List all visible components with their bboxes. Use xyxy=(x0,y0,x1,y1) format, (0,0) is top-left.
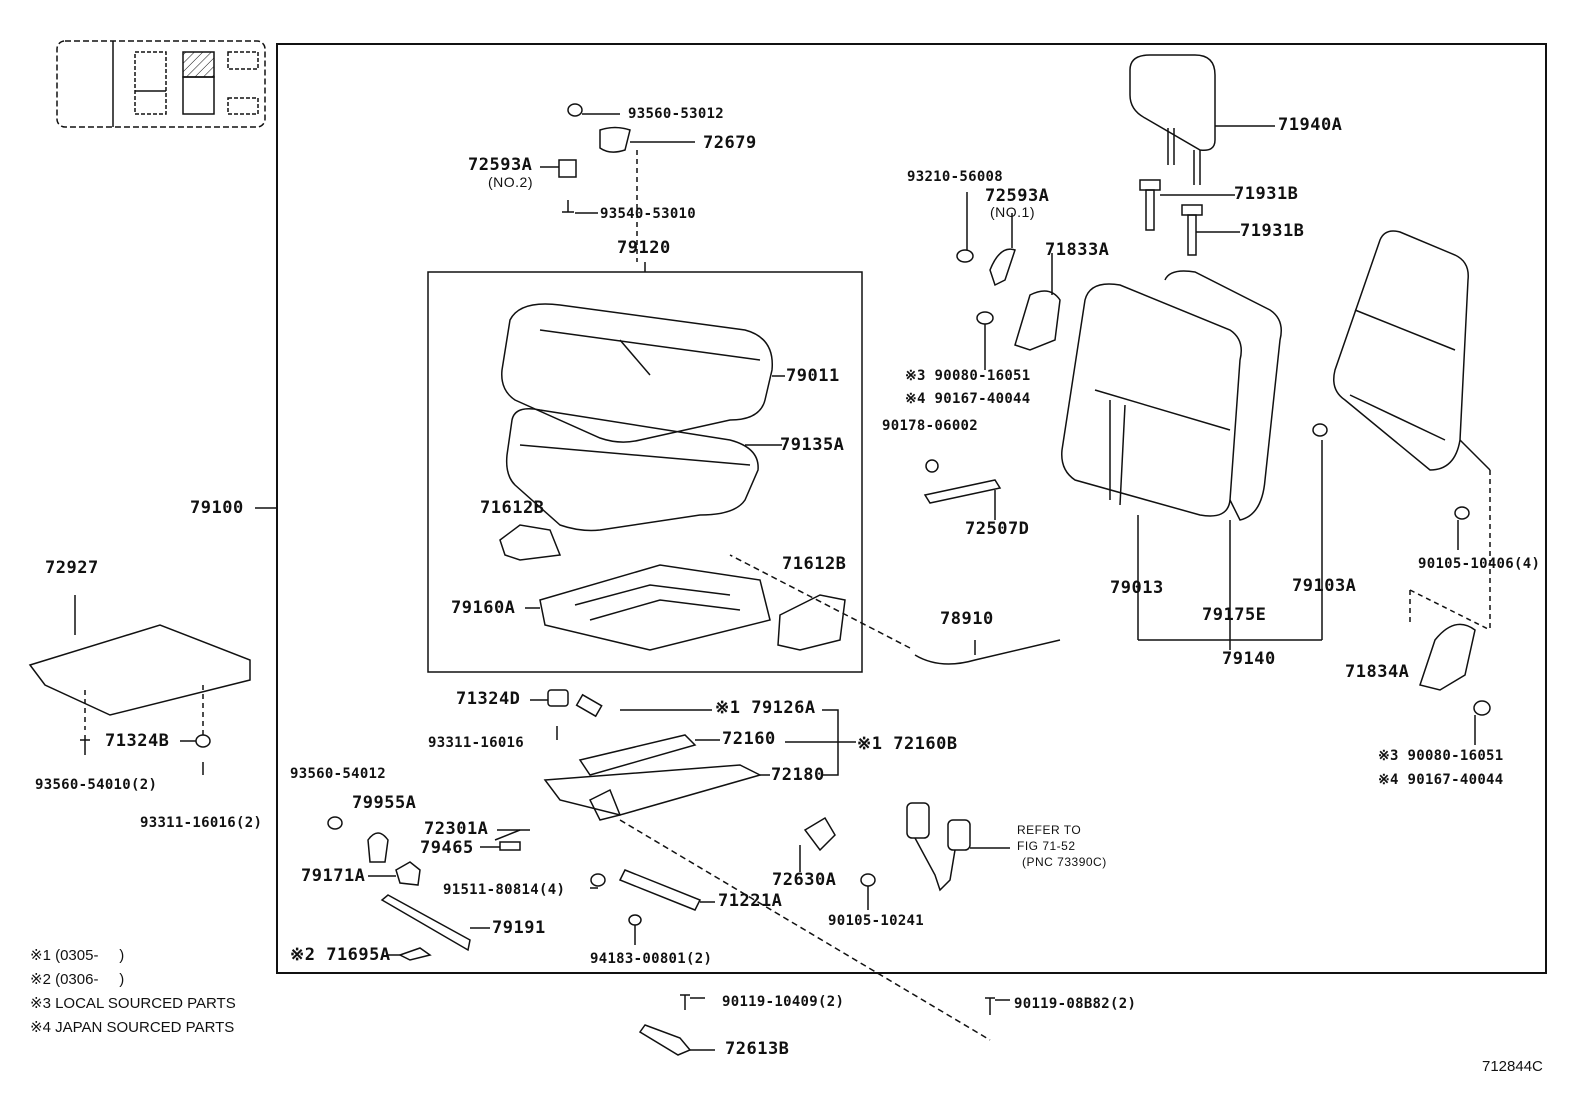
release-cable-drawing xyxy=(729,554,1061,665)
part-79100[interactable]: 79100 xyxy=(190,498,244,518)
recliner-cover-drawing xyxy=(956,192,1061,370)
seat-belt-buckle-drawing xyxy=(906,802,1010,892)
refer-note-line2[interactable]: FIG 71-52 xyxy=(1017,839,1076,853)
seat-cushion-drawing xyxy=(501,303,785,443)
part-90167-40044-right[interactable]: ※4 90167-40044 xyxy=(1378,772,1504,788)
part-72180[interactable]: 72180 xyxy=(771,765,825,785)
legend-item: ※4 JAPAN SOURCED PARTS xyxy=(30,1019,235,1036)
fasteners-drawing xyxy=(327,103,876,961)
part-71833A[interactable]: 71833A xyxy=(1045,240,1110,260)
part-78910[interactable]: 78910 xyxy=(940,609,994,629)
part-79013[interactable]: 79013 xyxy=(1110,578,1164,598)
cable-bracket-drawing xyxy=(923,459,1002,520)
seatback-drawing xyxy=(1061,270,1323,650)
headrest-guide-drawing xyxy=(1139,179,1240,256)
part-90119-08B82[interactable]: 90119-08B82(2) xyxy=(1014,996,1137,1012)
part-71931B-upper[interactable]: 71931B xyxy=(1234,184,1299,204)
part-72593A-no1-sub: (NO.1) xyxy=(990,204,1035,220)
recliner-cover-right-drawing xyxy=(1312,423,1491,745)
part-90080-16051-left[interactable]: ※3 90080-16051 xyxy=(905,368,1031,384)
part-93560-54012[interactable]: 93560-54012 xyxy=(290,766,387,782)
cushion-frame-drawing xyxy=(525,564,771,651)
part-71940A[interactable]: 71940A xyxy=(1278,115,1343,135)
part-71931B-lower[interactable]: 71931B xyxy=(1240,221,1305,241)
part-93560-54010[interactable]: 93560-54010(2) xyxy=(35,777,158,793)
figure-number: 712844C xyxy=(1482,1058,1543,1075)
part-72160B[interactable]: ※1 72160B xyxy=(857,734,958,754)
part-79175E[interactable]: 79175E xyxy=(1202,605,1267,625)
part-72507D[interactable]: 72507D xyxy=(965,519,1030,539)
part-71612B-left[interactable]: 71612B xyxy=(480,498,545,518)
legend-item: ※3 LOCAL SOURCED PARTS xyxy=(30,995,236,1012)
part-79135A[interactable]: 79135A xyxy=(780,435,845,455)
refer-note-line1: REFER TO xyxy=(1017,823,1082,837)
part-72593A-no2-sub: (NO.2) xyxy=(488,174,533,190)
part-79160A[interactable]: 79160A xyxy=(451,598,516,618)
part-72613B[interactable]: 72613B xyxy=(725,1039,790,1059)
legend-item: ※1 (0305- ) xyxy=(30,947,125,964)
seatback-frame-drawing xyxy=(1333,230,1491,631)
part-71612B-right[interactable]: 71612B xyxy=(782,554,847,574)
part-90178-06002[interactable]: 90178-06002 xyxy=(882,418,979,434)
part-72679[interactable]: 72679 xyxy=(703,133,757,153)
headrest-drawing xyxy=(1129,54,1275,185)
part-90119-10409[interactable]: 90119-10409(2) xyxy=(722,994,845,1010)
part-90080-16051-right[interactable]: ※3 90080-16051 xyxy=(1378,748,1504,764)
part-72593A-no1[interactable]: 72593A xyxy=(985,186,1050,206)
part-90105-10241[interactable]: 90105-10241 xyxy=(828,913,925,929)
part-79955A[interactable]: 79955A xyxy=(352,793,417,813)
part-79120[interactable]: 79120 xyxy=(617,238,671,258)
part-72593A-no2[interactable]: 72593A xyxy=(468,155,533,175)
seat-locator-icon xyxy=(56,40,266,128)
part-93540-53010[interactable]: 93540-53010 xyxy=(600,206,697,222)
bottom-bracket-drawing xyxy=(619,819,1010,1056)
part-72630A[interactable]: 72630A xyxy=(772,870,837,890)
part-93311-16016-2[interactable]: 93311-16016(2) xyxy=(140,815,263,831)
part-93311-16016[interactable]: 93311-16016 xyxy=(428,735,525,751)
part-71834A[interactable]: 71834A xyxy=(1345,662,1410,682)
part-79011[interactable]: 79011 xyxy=(786,366,840,386)
part-94183-00801[interactable]: 94183-00801(2) xyxy=(590,951,713,967)
refer-note-line3: (PNC 73390C) xyxy=(1022,855,1107,869)
part-79103A[interactable]: 79103A xyxy=(1292,576,1357,596)
part-79171A[interactable]: 79171A xyxy=(301,866,366,886)
part-93210-56008[interactable]: 93210-56008 xyxy=(907,169,1004,185)
legend-item: ※2 (0306- ) xyxy=(30,971,125,988)
part-72927[interactable]: 72927 xyxy=(45,558,99,578)
part-79191[interactable]: 79191 xyxy=(492,918,546,938)
part-71324B[interactable]: 71324B xyxy=(105,731,170,751)
under-tray-drawing xyxy=(28,595,251,775)
part-71695A[interactable]: ※2 71695A xyxy=(290,945,391,965)
part-72160[interactable]: 72160 xyxy=(722,729,776,749)
part-71221A[interactable]: 71221A xyxy=(718,891,783,911)
part-90167-40044-left[interactable]: ※4 90167-40044 xyxy=(905,391,1031,407)
part-71324D[interactable]: 71324D xyxy=(456,689,521,709)
part-72301A[interactable]: 72301A xyxy=(424,819,489,839)
cushion-side-cover-drawing xyxy=(499,524,846,651)
part-90105-10406[interactable]: 90105-10406(4) xyxy=(1418,556,1541,572)
seat-track-drawing xyxy=(543,693,856,821)
part-79140[interactable]: 79140 xyxy=(1222,649,1276,669)
part-79465[interactable]: 79465 xyxy=(420,838,474,858)
part-93560-53012[interactable]: 93560-53012 xyxy=(628,106,725,122)
footnote-legend: ※1 (0305- ) ※2 (0306- ) ※3 LOCAL SOURCED… xyxy=(30,944,236,1040)
part-79126A[interactable]: ※1 79126A xyxy=(715,698,816,718)
part-91511-80814[interactable]: 91511-80814(4) xyxy=(443,882,566,898)
cushion-pad-drawing xyxy=(505,408,782,532)
